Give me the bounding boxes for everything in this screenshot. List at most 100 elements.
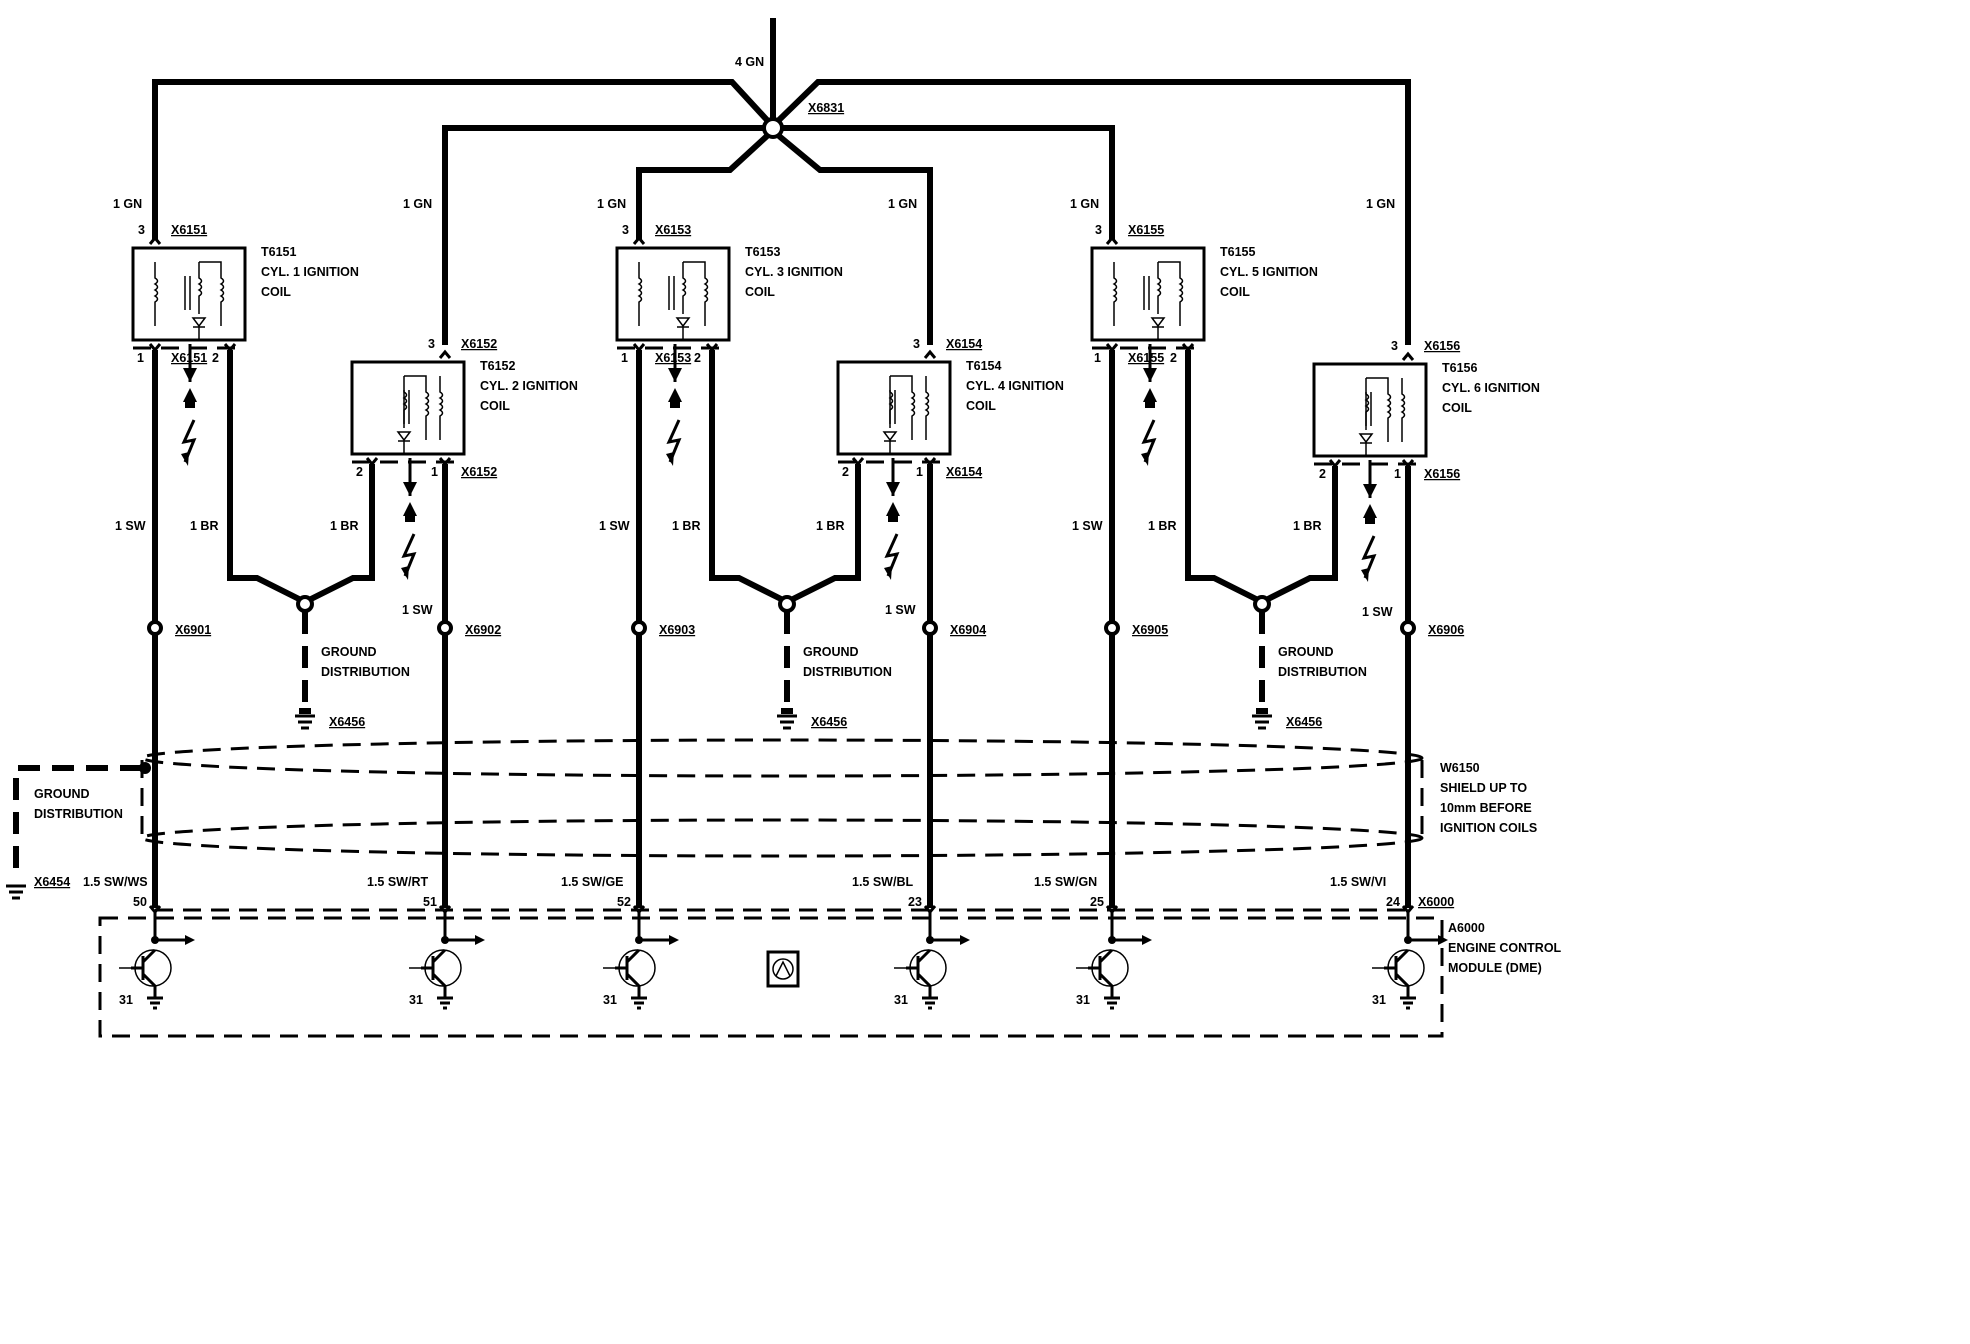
left-ground-label-2: DISTRIBUTION <box>34 807 123 821</box>
ecm-wire-label: 1.5 SW/VI <box>1330 875 1386 889</box>
coil-id-label: T6156 <box>1442 361 1477 375</box>
coil-desc-label: CYL. 2 IGNITION <box>480 379 578 393</box>
splice-label: X6906 <box>1428 623 1464 637</box>
splice-label: X6901 <box>175 623 211 637</box>
connector-bottom-label: X6156 <box>1424 467 1460 481</box>
ecm-wire-label: 1.5 SW/GE <box>561 875 624 889</box>
ecm-pin-label: 52 <box>617 895 631 909</box>
ecm-connector: X6000 <box>1418 895 1454 909</box>
coil-desc2-label: COIL <box>261 285 291 299</box>
pin2-label: 2 <box>694 351 701 365</box>
left-ground-distribution: GROUND DISTRIBUTION X6454 <box>6 762 151 900</box>
top-wire-label: 4 GN <box>735 55 764 69</box>
shield-label-1: W6150 <box>1440 761 1480 775</box>
signal-wire-label: 1 SW <box>115 519 146 533</box>
ground-connector-label: X6456 <box>811 715 847 729</box>
ecm-ground-pin-label: 31 <box>894 993 908 1007</box>
ground-wire-label: 1 BR <box>330 519 358 533</box>
ground-distribution-2: GROUND DISTRIBUTION X6456 <box>777 595 892 730</box>
ecm-pin-label: 23 <box>908 895 922 909</box>
splice-label: X6903 <box>659 623 695 637</box>
pin2-label: 2 <box>1170 351 1177 365</box>
coil-box <box>1312 362 1428 458</box>
ground-label-1: GROUND <box>321 645 377 659</box>
left-ground-symbol <box>6 884 26 900</box>
ecm-desc-1: ENGINE CONTROL <box>1448 941 1562 955</box>
pin-top-label: 3 <box>1391 339 1398 353</box>
coil-desc2-label: COIL <box>745 285 775 299</box>
coil-box <box>615 246 731 342</box>
pin2-label: 2 <box>356 465 363 479</box>
ground-wire-label: 1 BR <box>1148 519 1176 533</box>
top-feed: 4 GN X6831 <box>152 18 1411 345</box>
shield-label-3: 10mm BEFORE <box>1440 801 1532 815</box>
ground-label-1: GROUND <box>803 645 859 659</box>
coil-desc-label: CYL. 5 IGNITION <box>1220 265 1318 279</box>
ecm-pin-label: 25 <box>1090 895 1104 909</box>
coil-id-label: T6153 <box>745 245 780 259</box>
splice-x6831 <box>762 117 784 139</box>
coil-box <box>131 246 247 342</box>
shield-label-4: IGNITION COILS <box>1440 821 1537 835</box>
shield-w6150: W6150 SHIELD UP TO 10mm BEFORE IGNITION … <box>140 738 1537 858</box>
signal-wire-label: 1 SW <box>599 519 630 533</box>
coil-id-label: T6152 <box>480 359 515 373</box>
left-ground-label-1: GROUND <box>34 787 90 801</box>
ecm-label: A6000 <box>1448 921 1485 935</box>
ecm-module: X6000 A6000 ENGINE CONTROL MODULE (DME) <box>98 895 1562 1038</box>
pin-top-label: 3 <box>138 223 145 237</box>
pin-top-label: 3 <box>622 223 629 237</box>
coil-id-label: T6155 <box>1220 245 1255 259</box>
ground-wire-label: 1 BR <box>190 519 218 533</box>
connector-bottom-label: X6154 <box>946 465 982 479</box>
feed-wire-label: 1 GN <box>888 197 917 211</box>
pin1-label: 1 <box>621 351 628 365</box>
ground-label-2: DISTRIBUTION <box>803 665 892 679</box>
connector-top-label: X6153 <box>655 223 691 237</box>
coil-desc-label: CYL. 1 IGNITION <box>261 265 359 279</box>
pin1-label: 1 <box>431 465 438 479</box>
connector-top-label: X6152 <box>461 337 497 351</box>
coil-desc2-label: COIL <box>966 399 996 413</box>
pin1-label: 1 <box>1394 467 1401 481</box>
splice-x6831-label: X6831 <box>808 101 844 115</box>
pin-top-label: 3 <box>1095 223 1102 237</box>
ground-connector-label: X6456 <box>1286 715 1322 729</box>
ecm-wire-label: 1.5 SW/BL <box>852 875 913 889</box>
ecm-desc-2: MODULE (DME) <box>1448 961 1542 975</box>
ecm-wire-label: 1.5 SW/WS <box>83 875 148 889</box>
feed-wire-label: 1 GN <box>1366 197 1395 211</box>
splice-label: X6905 <box>1132 623 1168 637</box>
coil-desc2-label: COIL <box>1220 285 1250 299</box>
splice-label: X6904 <box>950 623 986 637</box>
connector-bottom-label: X6155 <box>1128 351 1164 365</box>
coil-desc2-label: COIL <box>480 399 510 413</box>
ecm-pin-label: 24 <box>1386 895 1400 909</box>
ground-label-1: GROUND <box>1278 645 1334 659</box>
ecm-pin-label: 50 <box>133 895 147 909</box>
connector-top-label: X6154 <box>946 337 982 351</box>
ground-label-2: DISTRIBUTION <box>321 665 410 679</box>
spark-wire-label: 1 SW <box>402 603 433 617</box>
spark-wire-label: 1 SW <box>885 603 916 617</box>
pin1-label: 1 <box>137 351 144 365</box>
feed-wire-label: 1 GN <box>1070 197 1099 211</box>
connector-top-label: X6156 <box>1424 339 1460 353</box>
feed-wire-label: 1 GN <box>597 197 626 211</box>
ground-distribution-1: GROUND DISTRIBUTION X6456 <box>295 595 410 730</box>
ground-wire-label: 1 BR <box>816 519 844 533</box>
ground-connector-label: X6456 <box>329 715 365 729</box>
